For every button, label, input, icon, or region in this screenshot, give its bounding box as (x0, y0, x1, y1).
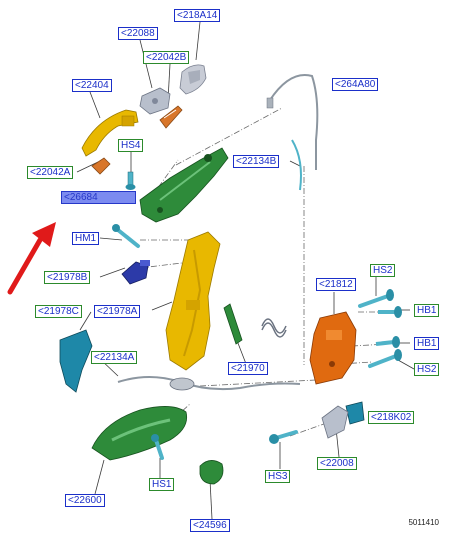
release-cable-part (117, 376, 301, 391)
label-HS4[interactable]: HS4 (118, 139, 144, 152)
label-22600[interactable]: <22600 (65, 494, 105, 507)
label-21812[interactable]: <21812 (316, 278, 356, 291)
label-21970[interactable]: <21970 (228, 362, 268, 375)
gasket-b-part (159, 105, 183, 129)
clip-b-part (121, 260, 150, 285)
hb1-bolt-upper-part (378, 306, 402, 318)
handle-carrier-bracket-part (139, 147, 229, 223)
label-24596[interactable]: <24596 (190, 519, 230, 532)
label-22088[interactable]: <22088 (118, 27, 158, 40)
hs2-screw-lower-part (368, 349, 402, 368)
label-HB1-lower[interactable]: HB1 (414, 337, 440, 350)
hs3-screw-part (269, 430, 298, 444)
lock-housing-part (139, 87, 171, 115)
seal-b-part (291, 139, 302, 191)
interior-handle-part (91, 406, 188, 461)
lock-cable-part (266, 74, 319, 170)
label-21978A[interactable]: <21978A (94, 305, 141, 318)
label-26684[interactable]: <26684 (61, 191, 136, 204)
label-21978C[interactable]: <21978C (35, 305, 82, 318)
label-21978B[interactable]: <21978B (44, 271, 91, 284)
label-218A14[interactable]: <218A14 (174, 9, 221, 22)
actuator-rod-part (223, 303, 243, 345)
label-HS1[interactable]: HS1 (149, 478, 175, 491)
label-218K02[interactable]: <218K02 (368, 411, 415, 424)
return-spring-part (261, 318, 287, 338)
grommet-part (345, 401, 365, 425)
leader-lines (76, 21, 415, 520)
label-22008[interactable]: <22008 (317, 457, 357, 470)
door-latch-part (309, 311, 357, 385)
callout-arrow (7, 222, 56, 295)
exterior-handle-part (81, 109, 139, 157)
label-HS2-upper[interactable]: HS2 (370, 264, 396, 277)
screw-cover-cap-part (199, 460, 224, 485)
label-22404[interactable]: <22404 (72, 79, 112, 92)
label-HB1-upper[interactable]: HB1 (414, 304, 440, 317)
label-22042A[interactable]: <22042A (27, 166, 74, 179)
label-22134B[interactable]: <22134B (233, 155, 280, 168)
label-HM1[interactable]: HM1 (72, 232, 100, 245)
label-HS3[interactable]: HS3 (265, 470, 291, 483)
interior-handle-carrier-part (165, 231, 221, 371)
label-22042B[interactable]: <22042B (143, 51, 190, 64)
hm1-bolt-part (112, 224, 140, 248)
hs1-screw-part (151, 434, 164, 460)
label-264A80[interactable]: <264A80 (332, 78, 379, 91)
label-HS2-lower[interactable]: HS2 (414, 363, 440, 376)
hs4-screw-part (125, 171, 136, 190)
hb1-bolt-lower-part (375, 336, 400, 348)
clip-c-part (59, 329, 93, 393)
label-22134A[interactable]: <22134A (91, 351, 138, 364)
hs2-screw-upper-part (358, 289, 394, 308)
cover-plate-part (321, 405, 349, 439)
handle-cap-part (179, 64, 207, 95)
drawing-code: 5011410 (408, 518, 439, 527)
gasket-a-part (91, 157, 111, 175)
